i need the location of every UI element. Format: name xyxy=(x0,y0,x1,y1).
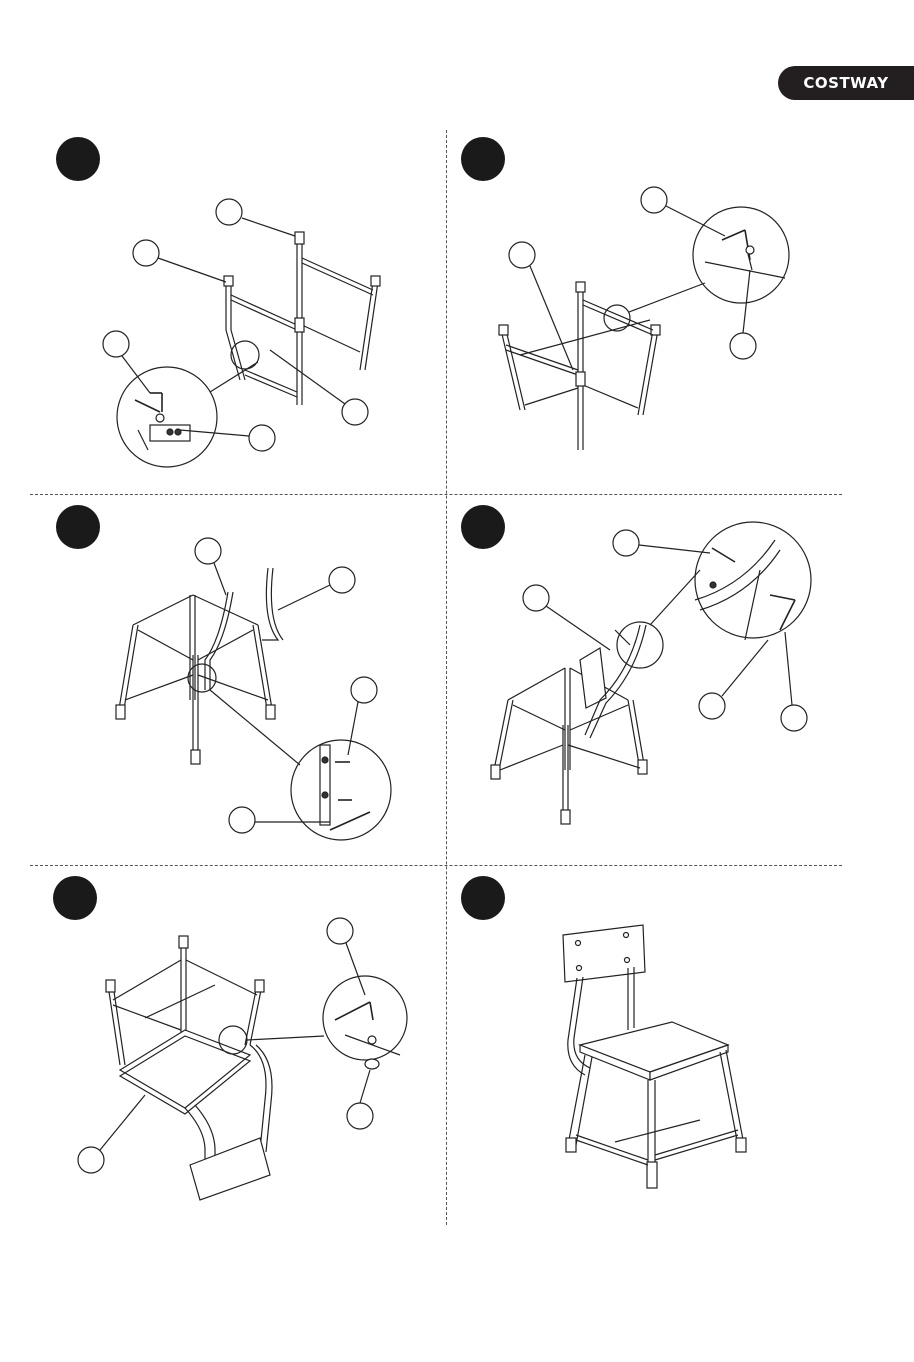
step-6-chair-illustration xyxy=(563,925,746,1188)
step-4-frame-illustration xyxy=(491,522,811,824)
step-1-frame-illustration xyxy=(103,199,380,467)
step-2-frame-illustration xyxy=(499,187,789,450)
step-3-frame-illustration xyxy=(116,538,391,840)
step-5-frame-illustration xyxy=(78,918,407,1200)
